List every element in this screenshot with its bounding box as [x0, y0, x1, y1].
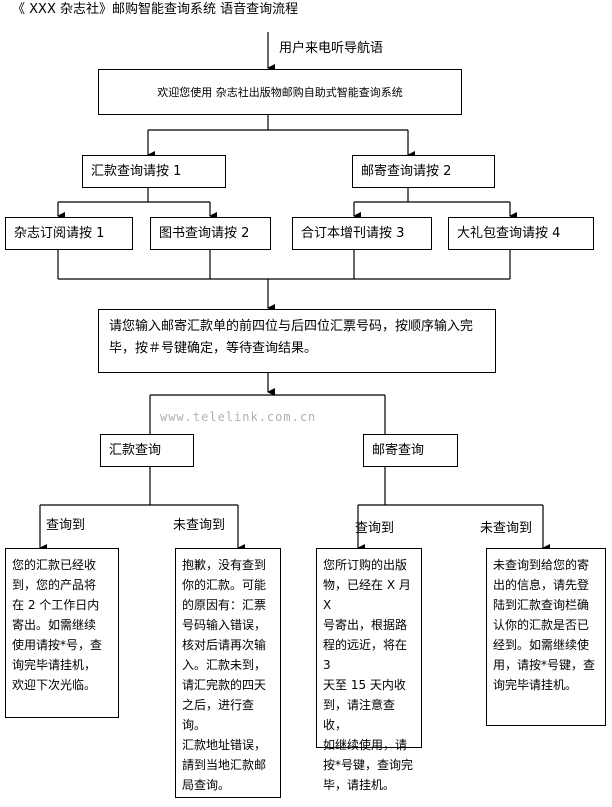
magazine-option: 杂志订阅请按 1 — [5, 217, 133, 250]
mail-found-label: 查询到 — [355, 521, 395, 536]
input-prompt-box: 请您输入邮寄汇款单的前四位与后四位汇票号码，按顺序输入完毕，按＃号键确定，等待查… — [98, 309, 496, 373]
mail-not-found-label: 未查询到 — [480, 521, 533, 536]
flow-title: 《 XXX 杂志社》邮购智能查询系统 语音查询流程 — [12, 2, 299, 17]
watermark: www.telelink.com.cn — [160, 410, 317, 424]
gift-option: 大礼包查询请按 4 — [448, 217, 594, 250]
bundle-option: 合订本增刊请按 3 — [292, 217, 432, 250]
mail-found-result: 您所订购的出版 物，已经在 X 月 X 号寄出，根据路 程的远近，将在 3 天至… — [316, 548, 422, 792]
mail-query-option: 邮寄查询请按 2 — [352, 155, 495, 188]
book-option: 图书查询请按 2 — [150, 217, 271, 250]
mail-not-found-result: 未查询到给您的寄 出的信息，请先登 陆到汇款查询栏确 认你的汇款是否已 经到。如… — [486, 548, 606, 726]
remit-not-found-label: 未查询到 — [173, 518, 226, 533]
remit-not-found-result: 抱歉，没有查到 你的汇款。可能 的原因有：汇票 号码输入错误， 核对后请再次输 … — [175, 548, 281, 798]
remit-query-option: 汇款查询请按 1 — [82, 155, 226, 188]
remit-found-label: 查询到 — [46, 518, 86, 533]
remit-query-node: 汇款查询 — [100, 434, 194, 467]
welcome-box: 欢迎您使用 杂志社出版物邮购自助式智能查询系统 — [98, 69, 462, 115]
remit-found-result: 您的汇款已经收 到，您的产品将 在 2 个工作日内 寄出。如需继续 使用请按*号… — [5, 548, 119, 718]
mail-query-node: 邮寄查询 — [363, 434, 458, 467]
entry-label: 用户来电听导航语 — [279, 41, 384, 56]
